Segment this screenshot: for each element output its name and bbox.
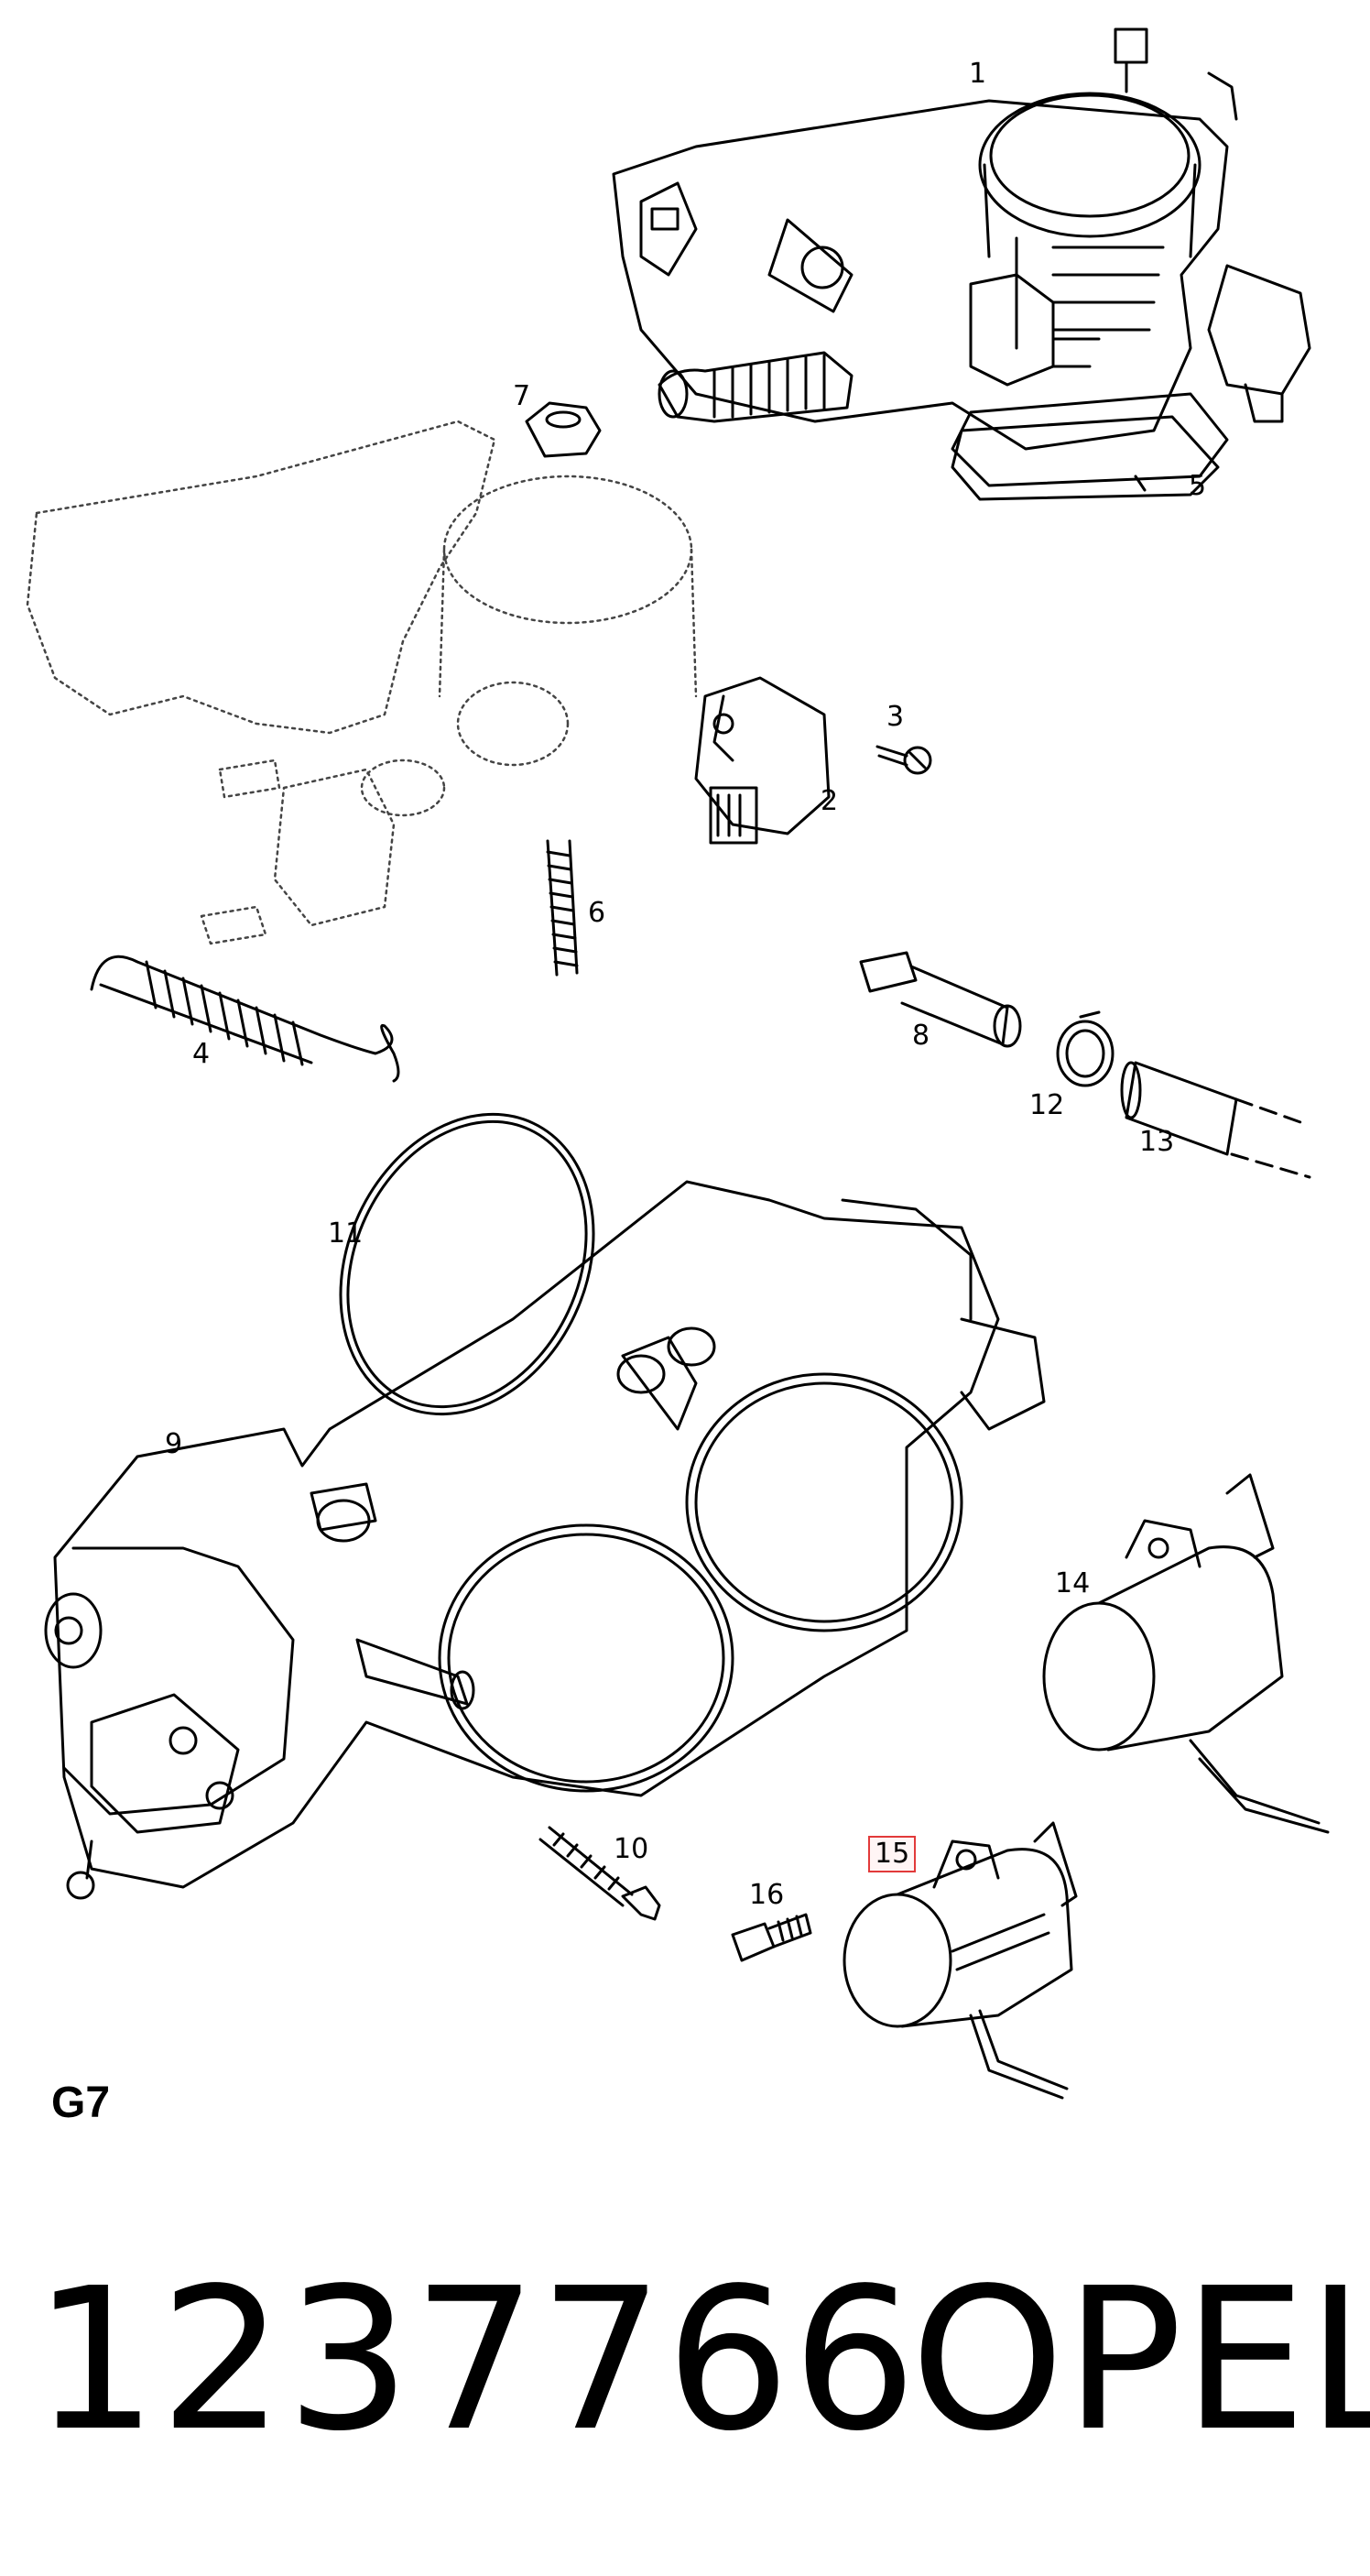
callout-10: 10	[614, 1833, 649, 1865]
part-number: 1237766	[33, 2246, 919, 2474]
callout-9: 9	[165, 1428, 183, 1460]
part-5-gasket	[951, 415, 1220, 501]
part-16-screw	[731, 1913, 812, 1962]
part-15-actuator	[843, 1821, 1078, 2100]
callout-8: 8	[912, 1020, 930, 1052]
part-6-stud	[546, 839, 579, 977]
part-2-throttle-position-sensor	[694, 676, 831, 845]
part-9-throttle-body	[44, 1180, 1046, 1900]
callout-14: 14	[1055, 1567, 1091, 1599]
ghosted-intake-manifold	[26, 420, 698, 945]
callout-1: 1	[969, 58, 987, 90]
callout-6: 6	[588, 897, 606, 929]
part-3-screw	[875, 745, 932, 775]
part-10-bolt	[538, 1826, 661, 1921]
callout-7: 7	[513, 380, 531, 412]
footer: 1237766 OPEL	[0, 2263, 1370, 2473]
part-13-hose	[1120, 1061, 1311, 1179]
part-1-throttle-body-assembly	[612, 27, 1311, 492]
callout-2: 2	[821, 785, 839, 817]
callout-12: 12	[1029, 1089, 1065, 1121]
part-14-idle-actuator	[1042, 1473, 1330, 1834]
part-12-hose-clamp	[1056, 1010, 1114, 1087]
exploded-parts-diagram: 1 2 3 4 5 6 7 8 9 10 11 12 13 14 15 16 G…	[26, 27, 1330, 2127]
callout-11: 11	[328, 1217, 364, 1250]
callout-16: 16	[749, 1879, 785, 1911]
callout-5: 5	[1189, 470, 1207, 502]
part-11-o-ring	[339, 1112, 595, 1416]
section-code: G7	[51, 2079, 111, 2127]
part-8-hose-fitting	[859, 951, 1022, 1048]
callout-13: 13	[1139, 1126, 1175, 1158]
part-4-return-spring	[90, 955, 400, 1083]
callout-3: 3	[886, 701, 905, 733]
part-7-nut	[525, 401, 602, 458]
callout-4: 4	[192, 1038, 211, 1070]
callout-15-highlighted: 15	[868, 1836, 917, 1872]
brand-name: OPEL	[910, 2246, 1370, 2474]
